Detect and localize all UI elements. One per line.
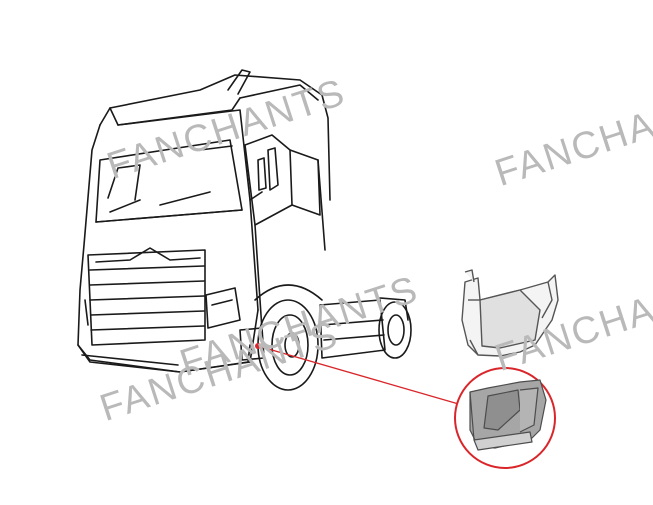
truck-line-drawing [77,69,412,391]
callout-leader-line [257,345,463,406]
step-panel-outline [461,269,559,357]
step-panel-part [469,379,547,451]
